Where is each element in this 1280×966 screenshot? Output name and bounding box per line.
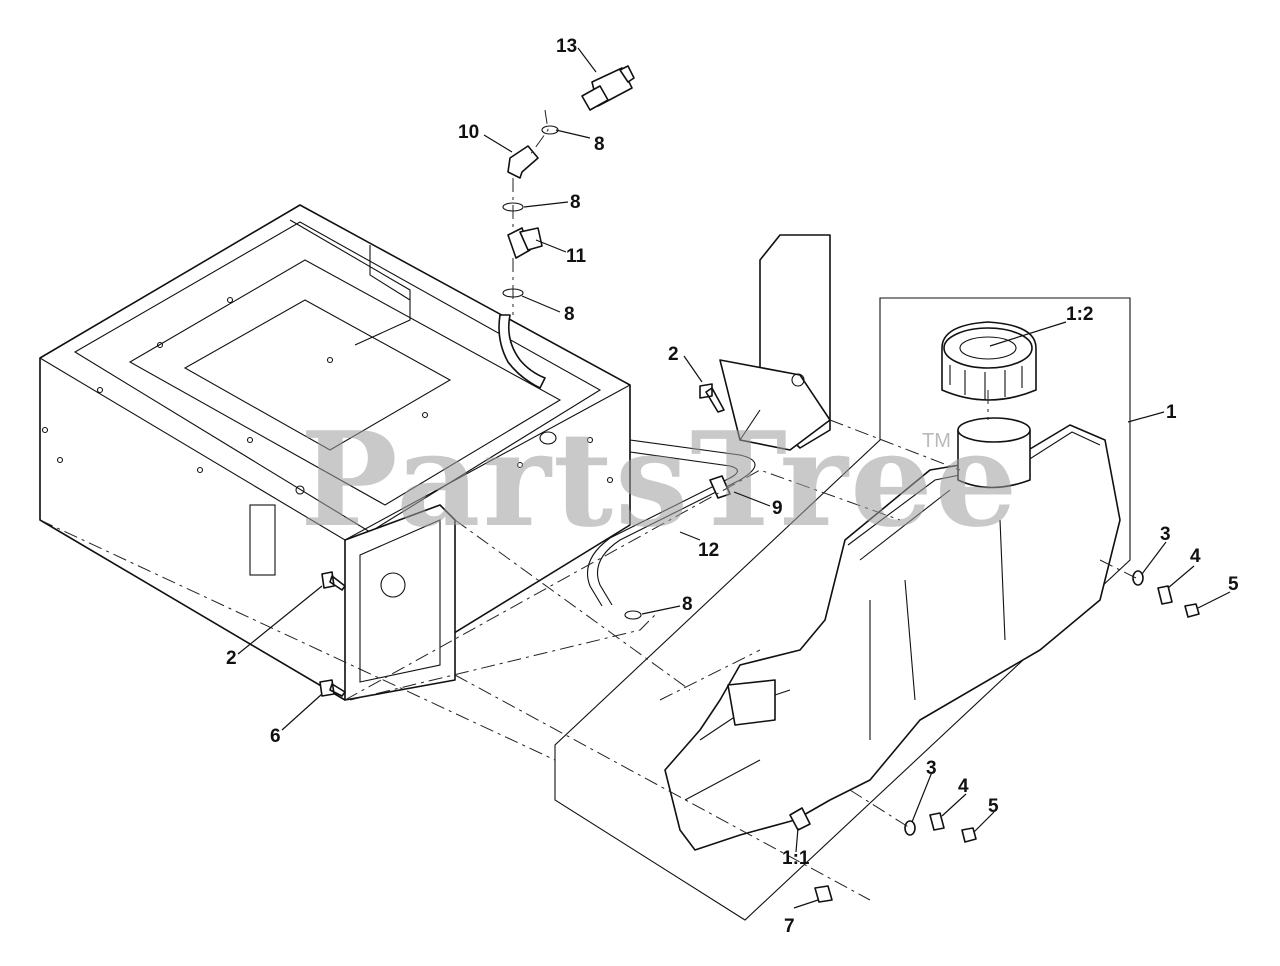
callout-8-c: 8 [564, 304, 575, 325]
hardware [319, 383, 1200, 903]
callout-8-d: 8 [682, 594, 693, 615]
callout-2-a: 2 [668, 344, 679, 365]
watermark-trademark: TM [922, 430, 951, 452]
callout-8-a: 8 [594, 134, 605, 155]
tank-mount-bracket [719, 234, 831, 451]
callout-3-b: 3 [926, 758, 937, 779]
callout-5-a: 5 [1228, 574, 1239, 595]
callout-8-b: 8 [570, 192, 581, 213]
callout-leaders [237, 47, 1231, 909]
callout-10: 10 [458, 122, 479, 143]
callout-1-1: 1:1 [782, 848, 810, 869]
assembly-centerlines [39, 109, 1137, 901]
callout-12: 12 [698, 540, 719, 561]
fuel-filter [581, 65, 635, 111]
callout-6: 6 [270, 726, 281, 747]
callout-7: 7 [784, 916, 795, 937]
callout-9: 9 [772, 498, 783, 519]
callout-2-b: 2 [226, 648, 237, 669]
chassis-frame [39, 204, 631, 701]
callout-labels: 13 8 10 8 11 8 2 1:2 1 9 12 8 2 6 3 4 5 … [226, 36, 1239, 937]
shutoff-valve [507, 227, 543, 259]
fuel-hose-lower [586, 439, 756, 607]
callout-13: 13 [556, 36, 577, 57]
watermark-text: PartsTree [300, 403, 1019, 556]
callout-3-a: 3 [1160, 524, 1171, 545]
callout-4-b: 4 [958, 776, 969, 797]
fuel-hose-upper [498, 314, 546, 389]
fuel-cap [941, 321, 1037, 401]
callout-1: 1 [1166, 402, 1177, 423]
grommet [709, 475, 731, 499]
callout-1-2: 1:2 [1066, 304, 1093, 325]
fuel-tank [664, 417, 1121, 851]
tank-outline-box [554, 297, 1131, 921]
callout-11: 11 [566, 246, 587, 267]
callout-5-b: 5 [988, 796, 999, 817]
callout-4-a: 4 [1190, 546, 1201, 567]
elbow-fitting [507, 145, 539, 179]
